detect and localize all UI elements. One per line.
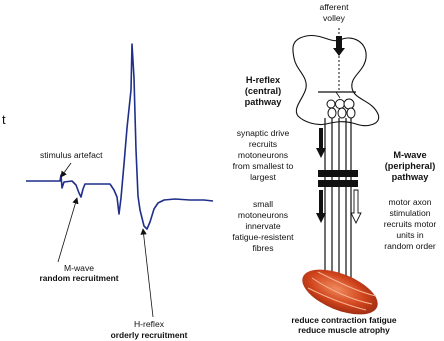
mwave-label: M-wave [64,263,94,273]
stimulation-electrode-icon [318,170,358,187]
hreflex-label: H-reflex [134,319,165,329]
h-title-line1: H-reflex [246,75,281,85]
h-desc1-line2: recruits [249,139,277,149]
afferent-label-line2: volley [323,13,346,23]
synapse-link [336,92,340,98]
h-desc2-line1: small [253,199,273,209]
hreflex-sublabel: orderly recruitment [111,330,188,340]
h-desc2-line3: innervate [245,221,281,231]
h-desc2-line4: fatigue-resistent [232,232,294,242]
bottom-line2: reduce muscle atrophy [298,325,390,335]
neuron-soma-icon [327,99,355,118]
mwave-sublabel: random recruitment [39,273,118,283]
h-desc1-line5: largest [250,172,276,182]
m-title-line2: (peripheral) [385,161,436,171]
emg-trace [26,44,213,229]
h-desc2-line2: motoneurons [238,210,288,220]
m-desc-line3: recruits motor [384,219,437,229]
stimulus-artefact-label: stimulus artefact [40,150,103,160]
m-title-line3: pathway [392,172,430,182]
h-desc1-line1: synaptic drive [237,128,290,138]
emg-trace-line [26,44,213,229]
h-title-line3: pathway [245,97,283,107]
m-desc-line5: random order [384,241,436,251]
stimulus-artefact-pointer [61,163,71,177]
h-title-line2: (central) [245,86,281,96]
h-desc2-line5: fibres [252,243,273,253]
afferent-label-line1: afferent [320,2,350,12]
hreflex-pointer [143,229,153,317]
h-desc1-line4: from smallest to [233,161,294,171]
mwave-pointer [58,198,77,262]
bottom-line1: reduce contraction fatigue [291,315,397,325]
m-title-line1: M-wave [393,150,426,160]
m-desc-line2: stimulation [389,208,430,218]
left-edge-letter: t [2,112,6,127]
m-desc-line1: motor axon [389,197,432,207]
m-desc-line4: units in [396,230,423,240]
hollow-down-arrow-icon [351,190,361,223]
h-desc1-line3: motoneurons [238,150,288,160]
